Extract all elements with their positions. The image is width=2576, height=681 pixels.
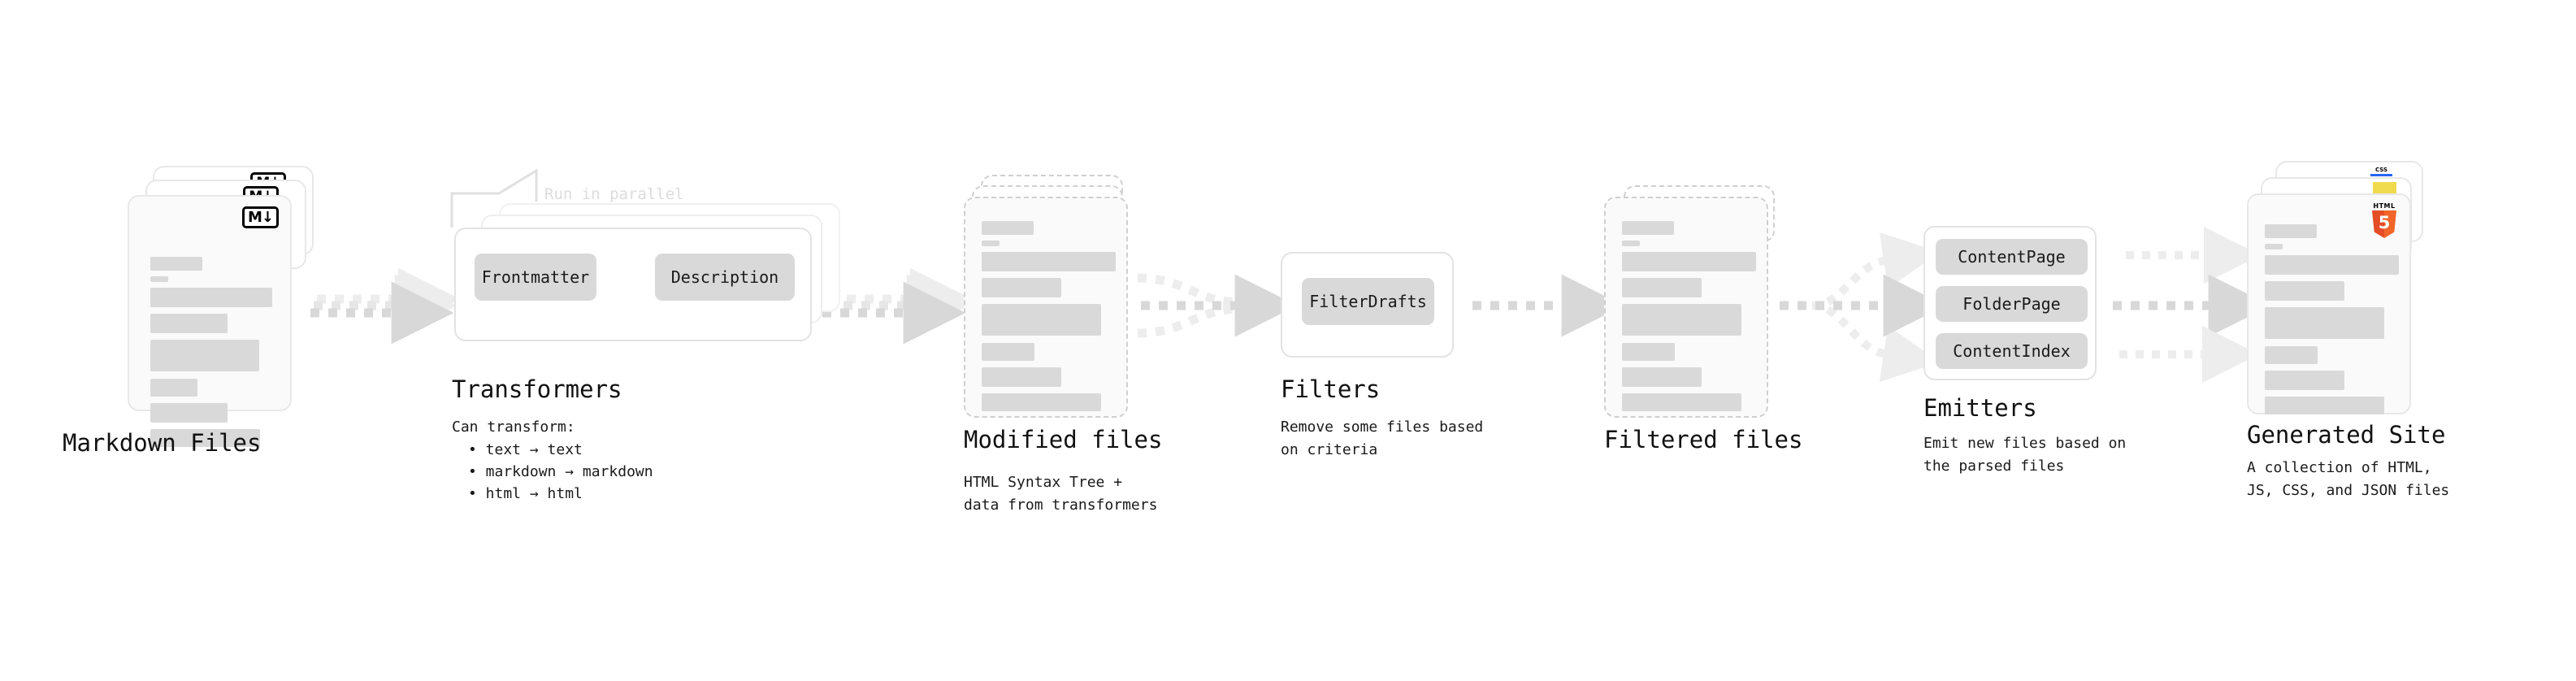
skeleton-bar [2265, 224, 2317, 238]
stage-subtitle-modified-files: HTML Syntax Tree + data from transformer… [964, 474, 1158, 514]
emitters-pill-folderpage[interactable]: FolderPage [1936, 286, 2088, 322]
skeleton-bar [150, 314, 228, 333]
emitters-pill-contentpage[interactable]: ContentPage [1936, 239, 2088, 275]
stage-title-modified-files: Modified files [964, 426, 1163, 453]
site-card-front: HTML 5 [2247, 193, 2411, 414]
skeleton-bar [1622, 278, 1702, 297]
stage-title-generated-site: Generated Site [2247, 421, 2446, 449]
skeleton-bar [982, 241, 1000, 246]
transformer-pill-description[interactable]: Description [655, 254, 795, 301]
skeleton-bar [2265, 397, 2384, 414]
filters-box: FilterDrafts [1281, 252, 1454, 358]
transformer-bullet-0: • text → text [468, 441, 583, 458]
skeleton-bar [2265, 346, 2318, 364]
transformer-bullet-2: • html → html [468, 485, 583, 502]
skeleton-bar [2265, 307, 2384, 339]
skeleton-bar [150, 379, 197, 397]
skeleton-bar [1622, 241, 1640, 246]
filtered-card-front [1604, 197, 1768, 418]
html5-icon-label: HTML [2373, 202, 2396, 210]
stage-title-transformers: Transformers [452, 375, 622, 403]
transformer-box: Frontmatter Description [454, 228, 812, 341]
skeleton-bar [150, 340, 259, 371]
transformer-bullet-1: • markdown → markdown [468, 463, 653, 480]
arrow-md-to-transformers [310, 267, 461, 345]
skeleton-bar [982, 367, 1061, 387]
arrow-filtered-to-emitters [1780, 232, 1946, 383]
stage-subtitle-transformers: Can transform: [452, 419, 575, 436]
arrow-emitters-to-site [2113, 227, 2271, 383]
skeleton-bar [150, 276, 168, 282]
markdown-card-front: M↓ [128, 195, 292, 447]
arrow-transformers-to-modified [822, 267, 973, 345]
skeleton-bar [982, 343, 1034, 361]
transformer-pill-frontmatter[interactable]: Frontmatter [475, 254, 596, 301]
emitters-box: ContentPage FolderPage ContentIndex [1923, 226, 2097, 380]
stage-title-filters: Filters [1281, 375, 1381, 403]
skeleton-bar [150, 429, 260, 447]
run-in-parallel-brace [450, 168, 538, 228]
stage-title-emitters: Emitters [1923, 394, 2037, 422]
modified-card-front [964, 197, 1128, 418]
skeleton-bar [1622, 393, 1741, 411]
stage-title-markdown-files: Markdown Files [63, 429, 262, 457]
stage-subtitle-filters: Remove some files based on criteria [1281, 419, 1484, 458]
skeleton-bar [1622, 221, 1674, 235]
skeleton-bar [2265, 255, 2399, 275]
html5-icon-number: 5 [2378, 212, 2391, 232]
skeleton-bar [1622, 343, 1675, 361]
stage-title-filtered-files: Filtered files [1604, 426, 1803, 453]
filters-pill-filterdrafts[interactable]: FilterDrafts [1302, 278, 1434, 325]
skeleton-bar [1622, 252, 1756, 271]
skeleton-bar [2265, 371, 2344, 390]
skeleton-bar [982, 393, 1101, 411]
skeleton-bar [982, 221, 1034, 235]
run-in-parallel-label: Run in parallel [544, 185, 684, 203]
css-icon-label: CSS [2374, 167, 2388, 173]
html5-icon-shield: 5 [2372, 210, 2396, 238]
skeleton-bar [150, 403, 228, 423]
skeleton-bar [982, 278, 1061, 297]
skeleton-bar [1622, 304, 1741, 336]
skeleton-bar [982, 304, 1101, 336]
arrow-modified-to-filters [1137, 273, 1298, 338]
emitters-pill-contentindex[interactable]: ContentIndex [1936, 333, 2088, 369]
skeleton-bar [2265, 281, 2344, 301]
markdown-icon: M↓ [242, 206, 279, 228]
skeleton-bar [150, 288, 272, 307]
css3-icon: CSS [2370, 167, 2392, 176]
skeleton-bar [1622, 367, 1702, 387]
stage-subtitle-generated-site: A collection of HTML, JS, CSS, and JSON … [2247, 459, 2450, 499]
html5-icon: HTML 5 [2370, 203, 2399, 238]
skeleton-bar [150, 257, 202, 271]
stage-subtitle-emitters: Emit new files based on the parsed files [1923, 435, 2127, 475]
css-icon-underline [2370, 174, 2392, 176]
skeleton-bar [2265, 244, 2283, 249]
skeleton-bar [982, 252, 1116, 271]
